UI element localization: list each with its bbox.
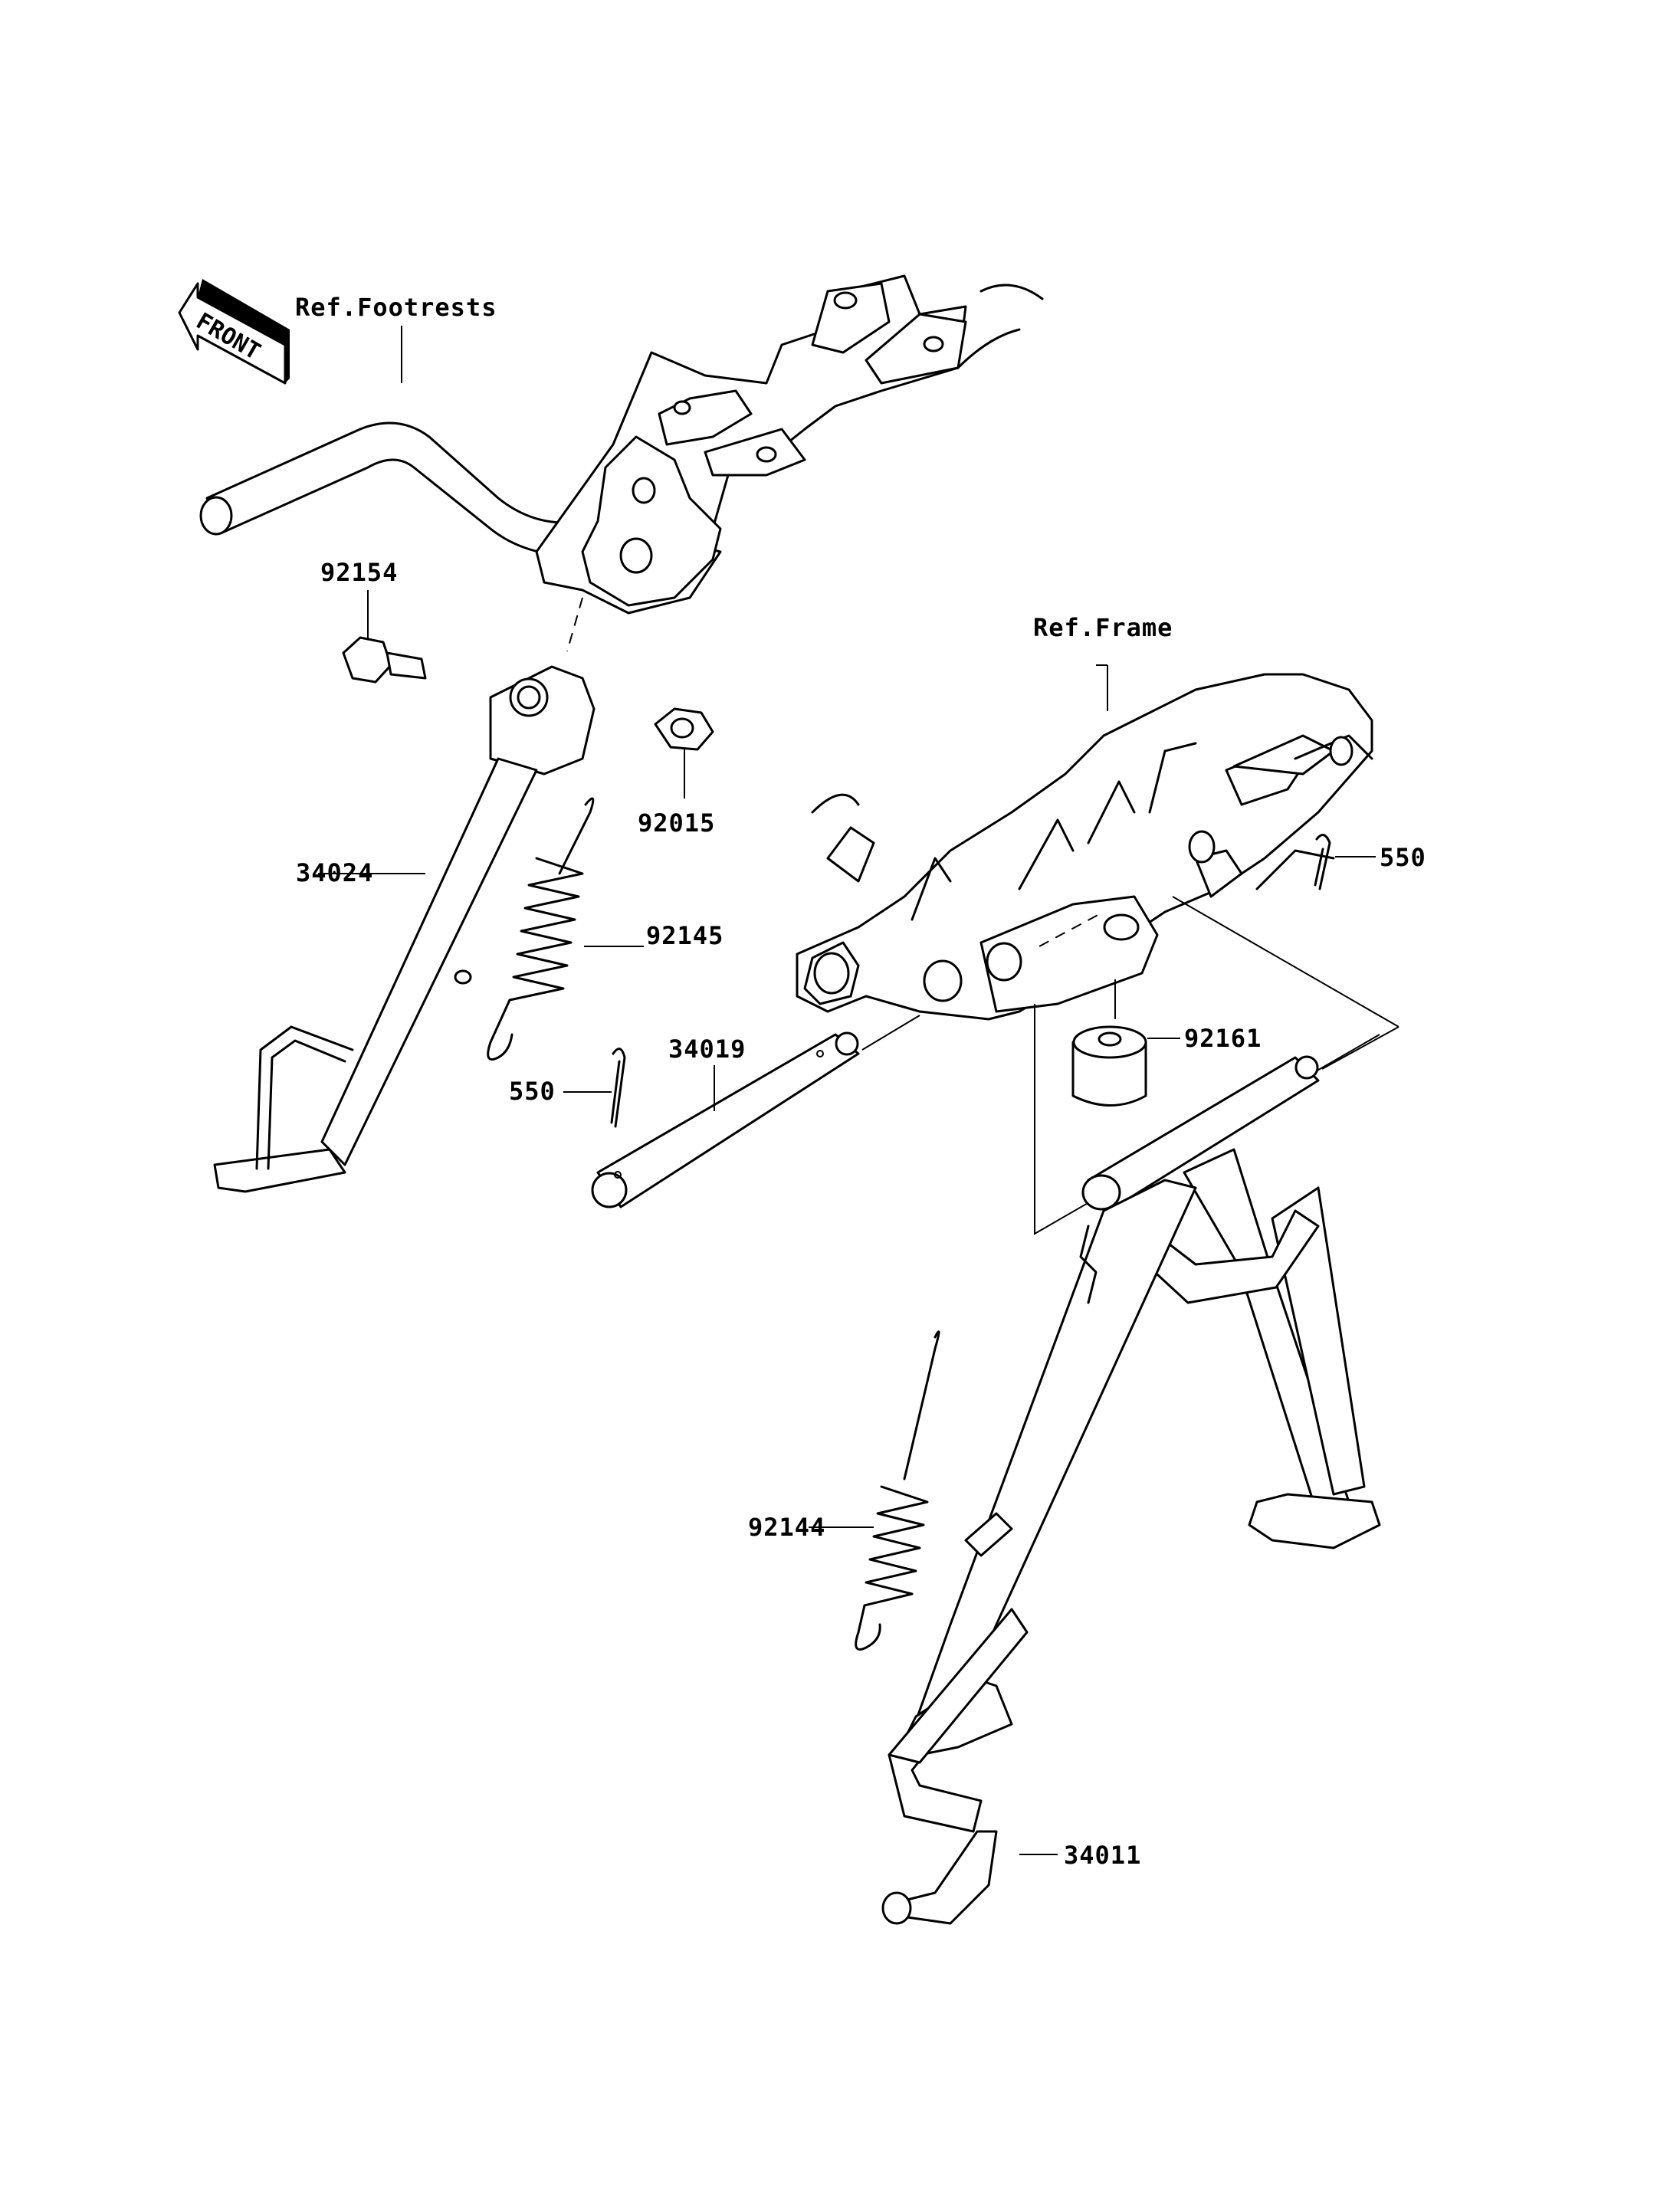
part-label-92144[interactable]: 92144 (748, 1513, 825, 1542)
part-label-34019[interactable]: 34019 (668, 1035, 746, 1064)
spring-92144[interactable] (809, 1330, 940, 1651)
front-arrow-icon: FRONT (178, 279, 290, 385)
part-label-550-right[interactable]: 550 (1380, 843, 1426, 872)
part-label-550-left[interactable]: 550 (509, 1077, 556, 1106)
stopper-92161[interactable] (1071, 979, 1180, 1107)
part-label-92154[interactable]: 92154 (320, 558, 398, 587)
part-label-92161[interactable]: 92161 (1184, 1024, 1262, 1053)
footrest-assembly (199, 274, 1044, 615)
spring-92145[interactable] (487, 797, 644, 1061)
cotter-pin-550-right[interactable] (1314, 834, 1376, 890)
bolt-92154[interactable] (342, 590, 427, 684)
part-label-92145[interactable]: 92145 (646, 921, 724, 950)
part-label-34024[interactable]: 34024 (296, 858, 373, 887)
part-label-92015[interactable]: 92015 (638, 808, 715, 838)
nut-92015[interactable] (654, 707, 714, 798)
center-stand-34011[interactable] (881, 1055, 1381, 1925)
side-stand-34024[interactable] (213, 665, 596, 1193)
ref-footrests-label: Ref.Footrests (295, 293, 497, 322)
part-label-34011[interactable]: 34011 (1064, 1841, 1141, 1870)
ref-frame-label: Ref.Frame (1033, 613, 1173, 642)
pivot-shaft-34019[interactable] (591, 1015, 920, 1208)
frame-assembly (796, 664, 1373, 1021)
cotter-pin-550-left[interactable] (563, 1048, 626, 1128)
